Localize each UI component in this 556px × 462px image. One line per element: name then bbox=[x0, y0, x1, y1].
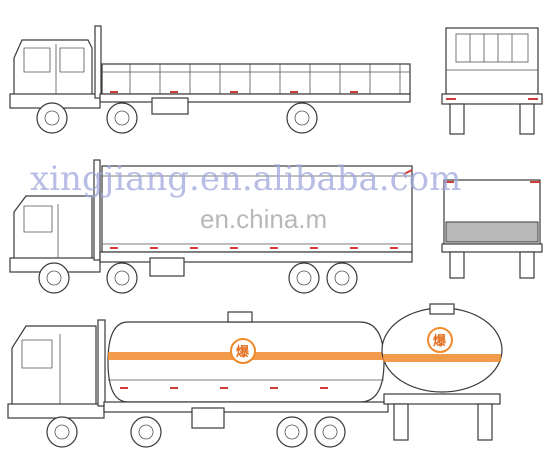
stake-posts bbox=[129, 64, 401, 94]
tanker-truck-side: 爆 bbox=[7, 311, 389, 448]
watermark-secondary: en.china.m bbox=[200, 204, 327, 234]
flatbed-truck-rear bbox=[441, 27, 543, 135]
box-van-rear bbox=[441, 179, 543, 279]
hazard-label-text: 爆 bbox=[236, 344, 250, 360]
wheels bbox=[38, 262, 358, 294]
rear-hazard-label-icon bbox=[427, 327, 453, 353]
box-van-side bbox=[9, 159, 413, 294]
flatbed-truck-side bbox=[9, 25, 411, 134]
wheels bbox=[36, 102, 318, 134]
watermark-primary: xingjiang.en.alibaba.com bbox=[30, 159, 461, 199]
tanker-truck-rear: 爆 bbox=[381, 303, 503, 441]
rear-hazard-label-text: 爆 bbox=[433, 333, 447, 349]
hazard-label-icon bbox=[230, 338, 256, 364]
wheels bbox=[46, 416, 346, 448]
